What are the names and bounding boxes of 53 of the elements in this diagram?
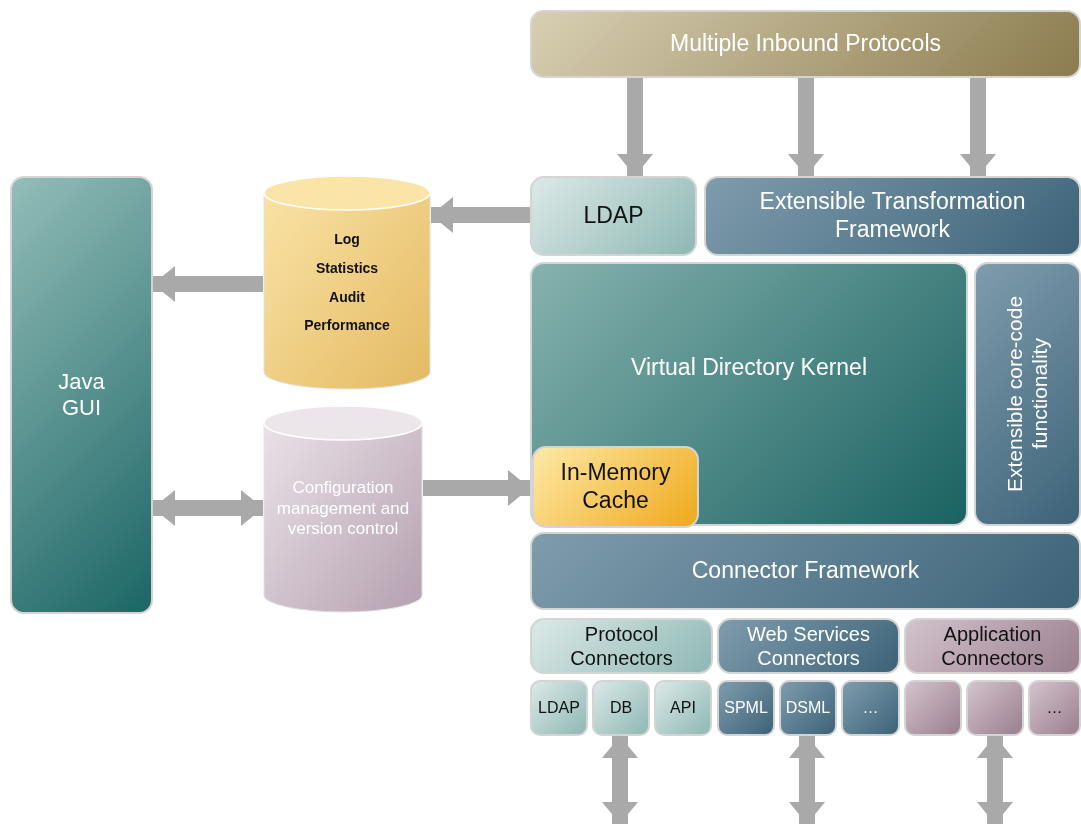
connector-group-box [717, 618, 900, 674]
box-label: Extensible Transformation Framework [758, 188, 1027, 244]
cylinder-label: Audit [329, 288, 365, 306]
connector-tile [1028, 680, 1081, 736]
box-label: Application Connectors [940, 622, 1045, 670]
box-label: Virtual Directory Kernel [630, 354, 868, 382]
connector-group-box [904, 618, 1081, 674]
box-label: Web Services Connectors [746, 622, 871, 670]
block-arrow [960, 78, 996, 176]
block-arrow [977, 736, 1013, 824]
block-arrow [431, 197, 530, 233]
block-arrow [423, 470, 530, 506]
box-label: LDAP [538, 698, 580, 718]
block-arrow [153, 266, 263, 302]
box-label: Java GUI [57, 368, 106, 422]
block-arrow [789, 736, 825, 824]
box-label: Extensible core-code functionality [1002, 294, 1053, 495]
connector-tile [779, 680, 837, 736]
box-label: In-Memory Cache [559, 459, 672, 515]
box-label: SPML [724, 698, 768, 718]
connector-tile [530, 680, 588, 736]
connector-tile [592, 680, 650, 736]
protocol-banner [530, 10, 1081, 78]
framework-box [530, 532, 1081, 610]
connector-tile [966, 680, 1024, 736]
module-box [704, 176, 1081, 256]
box-label: LDAP [583, 202, 644, 230]
module-box [530, 176, 697, 256]
cylinder-label: Configuration management and version control [275, 478, 411, 540]
box-label: … [1046, 698, 1063, 718]
block-arrow [788, 78, 824, 176]
connector-tile [717, 680, 775, 736]
box-label: Connector Framework [691, 557, 920, 585]
connector-tile [841, 680, 900, 736]
block-arrow [617, 78, 653, 176]
module-box [974, 262, 1081, 526]
box-label: … [862, 698, 879, 718]
kernel-box [530, 262, 968, 526]
block-arrow [153, 490, 263, 526]
box-label: DB [609, 698, 633, 718]
connector-tile [654, 680, 712, 736]
cache-box [532, 446, 699, 528]
box-label: Protocol Connectors [569, 622, 674, 670]
connector-group-box [530, 618, 713, 674]
block-arrow [602, 736, 638, 824]
cylinder-label: Statistics [315, 259, 379, 277]
box-label: DSML [785, 698, 831, 718]
box-label: API [670, 698, 696, 718]
module-box [10, 176, 153, 614]
connector-tile [904, 680, 962, 736]
cylinder-label: Log [334, 230, 360, 248]
cylinder-label: Performance [304, 317, 390, 335]
box-label: Multiple Inbound Protocols [669, 30, 942, 58]
